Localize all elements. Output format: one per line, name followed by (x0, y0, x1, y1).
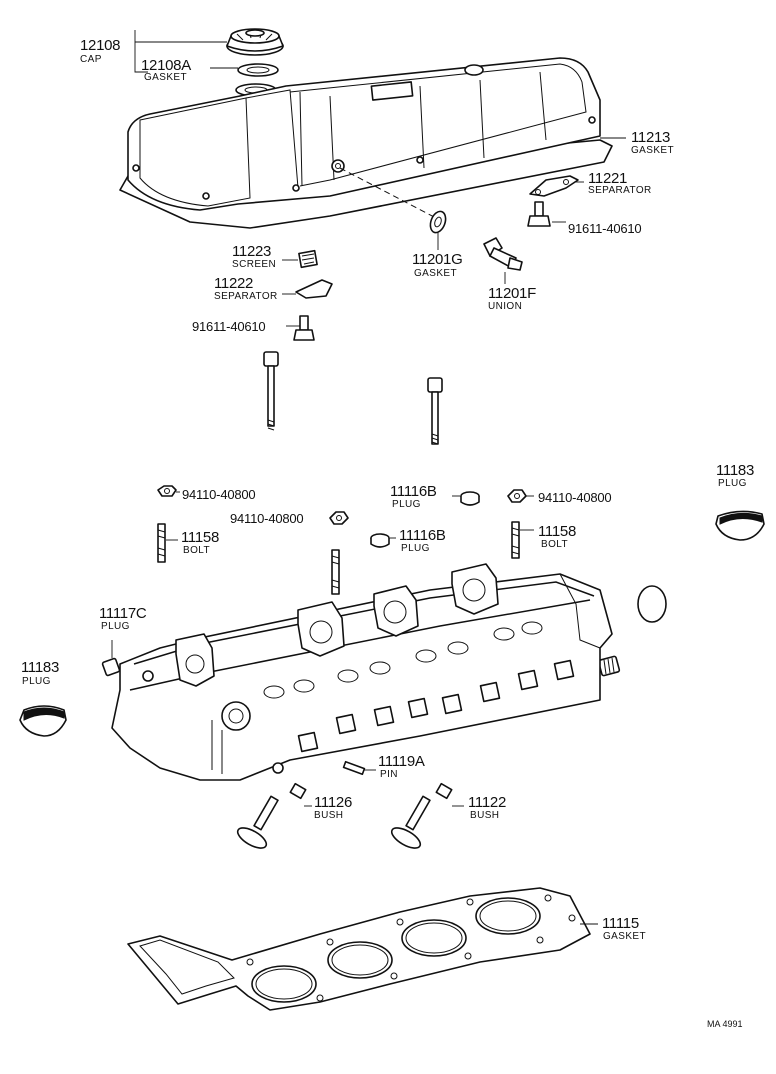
center-nut-part-number: 94110-40800 (230, 511, 304, 526)
screen-part-name: SCREEN (232, 259, 277, 270)
plug-right-threaded (597, 655, 621, 677)
expansion-plug-right (637, 585, 667, 623)
plug-b-mid (370, 533, 390, 548)
diagram-code: MA 4991 (707, 1019, 743, 1029)
nut-center (329, 511, 349, 525)
cup-plug-left (19, 705, 67, 737)
union-fitting (483, 237, 523, 284)
stud-left (157, 523, 166, 563)
union-part-number: 11201F (488, 285, 536, 302)
cover-gasket-part-number: 11213 (631, 129, 671, 146)
top-separator (529, 175, 579, 197)
head-gasket-part-number: 11115 (602, 915, 639, 932)
union-gasket (429, 210, 447, 234)
pin-part-name: PIN (380, 769, 398, 780)
oil-filler-cap (226, 28, 284, 56)
head-gasket-part-name: GASKET (603, 931, 646, 942)
head-bolt-right (427, 377, 443, 445)
top-separator-part-name: SEPARATOR (588, 185, 652, 196)
top-plug-b-part-name: PLUG (392, 499, 421, 510)
cap-gasket-part-name: GASKET (144, 72, 187, 83)
left-plug-part-number: 11183 (21, 659, 59, 676)
left-plug-part-name: PLUG (22, 676, 51, 687)
cap-part-name: CAP (80, 54, 102, 65)
cylinder-head (111, 563, 613, 781)
stud-right (511, 521, 520, 559)
right-nut-part-number: 94110-40800 (538, 490, 612, 505)
pin-part-number: 11119A (378, 753, 425, 770)
right-plug-part-name: PLUG (718, 478, 747, 489)
top-bolt-part-number: 91611-40610 (568, 221, 642, 236)
left-stud-part-name: BOLT (183, 545, 210, 556)
cap-gasket-part-number: 12108A (141, 57, 191, 74)
valve-bush-right (390, 782, 464, 849)
left-bush-part-number: 11126 (314, 794, 352, 811)
mid-plug-b-part-name: PLUG (401, 543, 430, 554)
left-bush-part-name: BUSH (314, 810, 344, 821)
valve-cover (119, 57, 613, 229)
cap-part-number: 12108 (80, 37, 121, 54)
mid-plug-b-part-number: 11116B (399, 527, 446, 544)
head-gasket (127, 887, 598, 1011)
head-bolt-left (263, 351, 279, 431)
union-part-name: UNION (488, 301, 523, 312)
left-nut-part-number: 94110-40800 (182, 487, 256, 502)
union-gasket-part-number: 11201G (412, 251, 463, 268)
plug-b-top (460, 491, 480, 506)
mid-separator-part-number: 11222 (214, 275, 254, 292)
cover-gasket-part-name: GASKET (631, 145, 674, 156)
top-separator-part-number: 11221 (588, 170, 628, 187)
right-stud-part-name: BOLT (541, 539, 568, 550)
right-plug-part-number: 11183 (716, 462, 754, 479)
left-stud-part-number: 11158 (181, 529, 219, 546)
valve-bush-left (236, 782, 312, 849)
top-plug-b-part-number: 11116B (390, 483, 437, 500)
stud-center (331, 549, 340, 595)
bolt-top (527, 201, 566, 227)
right-bush-part-number: 11122 (468, 794, 506, 811)
cup-plug-right (715, 510, 765, 541)
mid-separator-part-name: SEPARATOR (214, 291, 278, 302)
screen (282, 249, 318, 269)
right-bush-part-name: BUSH (470, 810, 500, 821)
union-gasket-part-name: GASKET (414, 268, 457, 279)
right-stud-part-number: 11158 (538, 523, 576, 540)
nut-right (507, 489, 527, 503)
plug-c-part-number: 11117C (99, 605, 147, 622)
pin (342, 760, 376, 776)
bolt-mid (286, 315, 315, 341)
plug-c (101, 640, 121, 677)
nut-left (157, 485, 177, 497)
screen-part-number: 11223 (232, 243, 272, 260)
plug-c-part-name: PLUG (101, 621, 130, 632)
mid-separator (282, 279, 333, 299)
mid-bolt-part-number: 91611-40610 (192, 319, 266, 334)
